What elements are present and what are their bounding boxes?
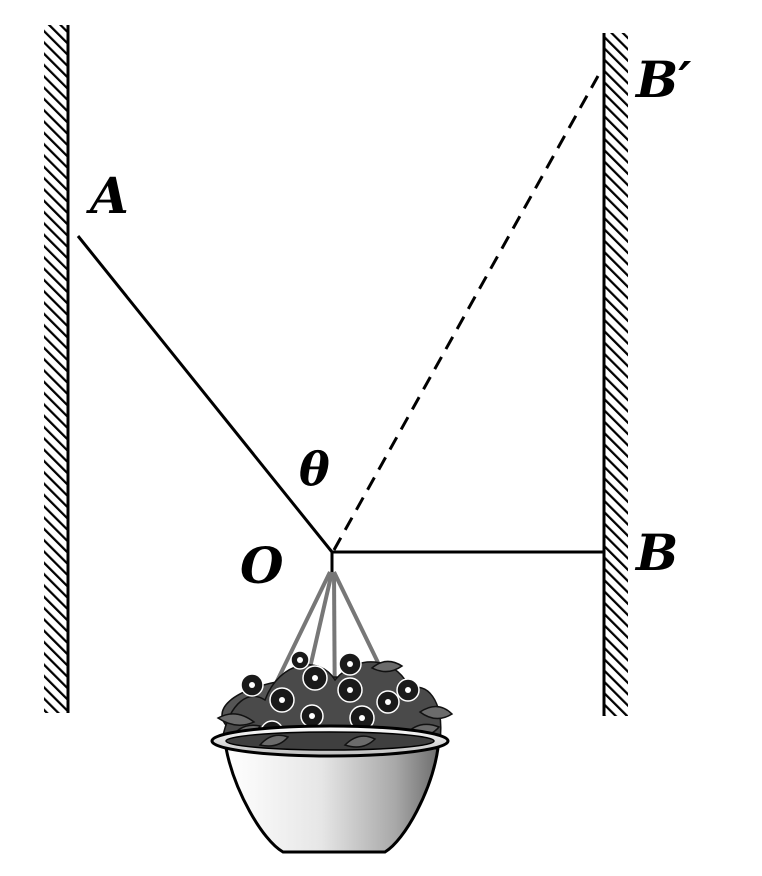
rope-oa: [76, 235, 334, 553]
label-o: O: [240, 536, 284, 595]
label-b-prime: B′: [634, 50, 691, 109]
rope-ob-prime-dashed: [332, 75, 600, 551]
label-a: A: [86, 166, 129, 225]
hanging-flower-pot: [210, 552, 454, 854]
left-wall: [44, 25, 70, 713]
right-wall: [602, 33, 628, 716]
label-b: B: [634, 523, 678, 582]
label-theta: θ: [299, 442, 330, 496]
